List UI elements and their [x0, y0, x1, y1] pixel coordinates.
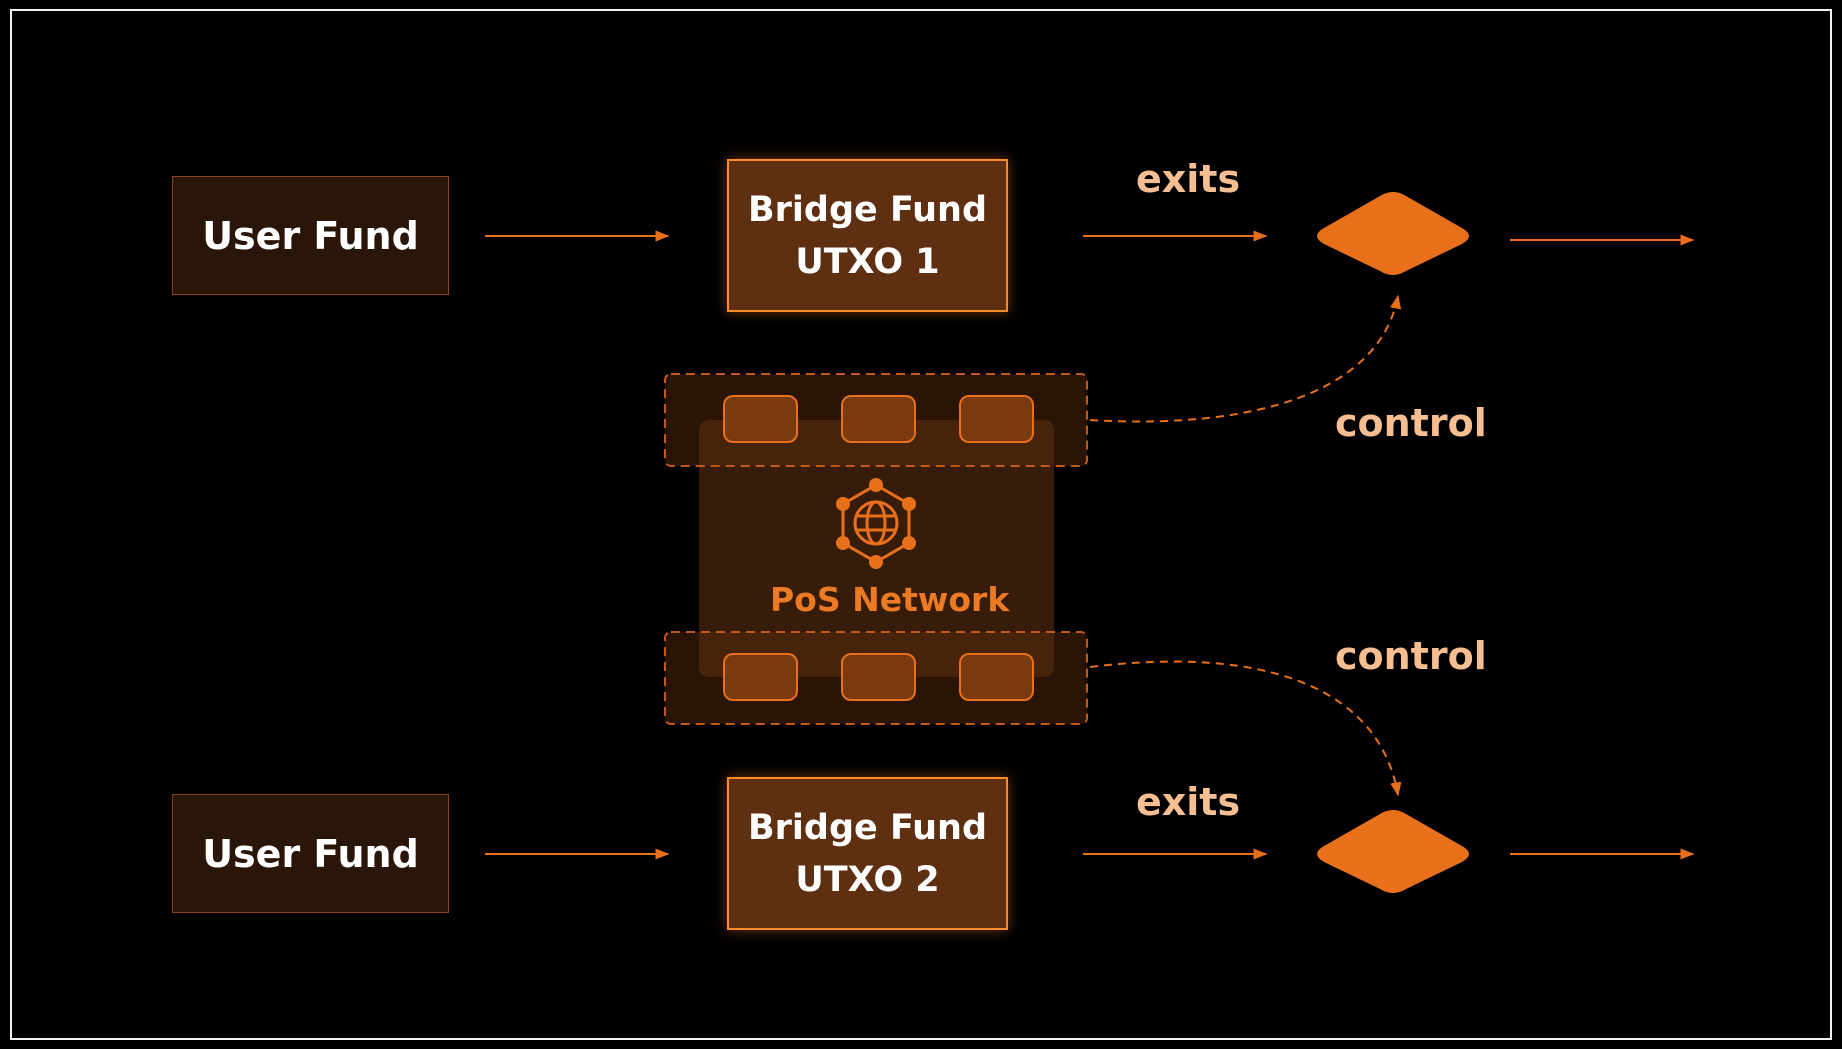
- exits-label-2: exits: [1136, 780, 1241, 824]
- validator-node: [959, 395, 1034, 443]
- validator-node: [723, 653, 798, 701]
- utxo-label: UTXO 2: [795, 859, 940, 900]
- control-arrow-top: [1089, 294, 1402, 423]
- diagram-frame: [10, 9, 1832, 1040]
- control-label-2: control: [1335, 634, 1487, 678]
- exits-label-1: exits: [1136, 157, 1241, 201]
- user-fund-box-2: User Fund: [172, 794, 449, 913]
- pos-network-panel: [699, 420, 1054, 677]
- validator-group-top: [664, 373, 1088, 467]
- bridge-fund-label: Bridge Fund: [747, 189, 988, 230]
- diamond-icon: [1317, 192, 1469, 275]
- control-label-1: control: [1335, 401, 1487, 445]
- validator-group-bottom: [664, 631, 1088, 725]
- utxo-label: UTXO 1: [795, 241, 940, 282]
- user-fund-box-1: User Fund: [172, 176, 449, 295]
- validator-node: [841, 395, 916, 443]
- validator-node: [723, 395, 798, 443]
- user-fund-label: User Fund: [202, 213, 419, 258]
- pos-network-label: PoS Network: [770, 580, 1010, 619]
- user-fund-label: User Fund: [202, 831, 419, 876]
- control-arrow-bottom: [1089, 660, 1402, 797]
- network-globe-icon: [836, 478, 916, 569]
- bridge-fund-box-2: Bridge Fund UTXO 2: [727, 777, 1008, 930]
- bridge-fund-box-1: Bridge Fund UTXO 1: [727, 159, 1008, 312]
- diamond-icon: [1317, 810, 1469, 893]
- bridge-fund-label: Bridge Fund: [747, 807, 988, 848]
- validator-node: [841, 653, 916, 701]
- validator-node: [959, 653, 1034, 701]
